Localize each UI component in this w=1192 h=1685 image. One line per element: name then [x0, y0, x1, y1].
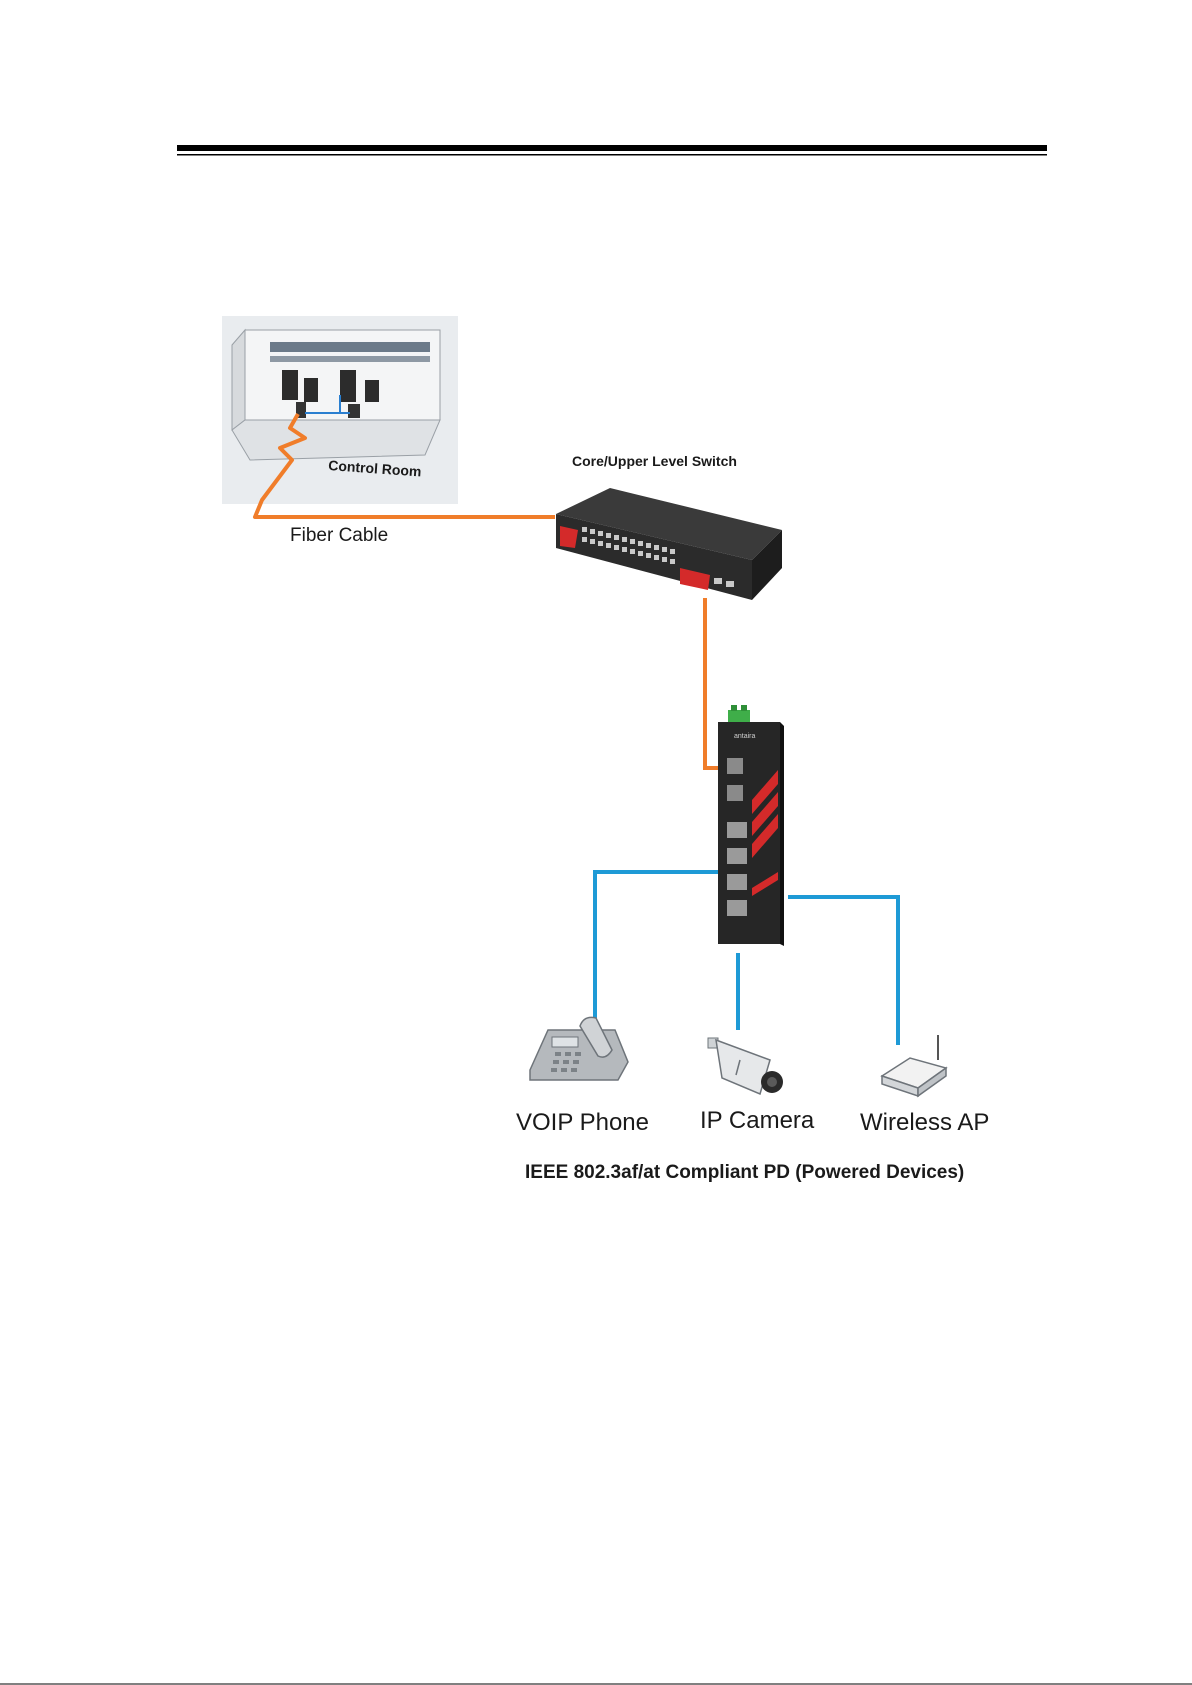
switch-brand-label: antaira [734, 733, 756, 740]
wireless-ap-label: Wireless AP [860, 1109, 989, 1136]
core-switch-label: Core/Upper Level Switch [572, 453, 737, 469]
industrial-poe-switch-image: antaira [718, 705, 784, 946]
voip-phone-label: VOIP Phone [516, 1109, 649, 1136]
fiber-cable-label: Fiber Cable [290, 525, 388, 546]
wireless-ap-icon [882, 1035, 946, 1096]
voip-phone-icon [530, 1017, 628, 1080]
ip-camera-label: IP Camera [700, 1107, 815, 1134]
core-switch-image: Core/Upper Level Switch [556, 453, 782, 600]
powered-devices-caption: IEEE 802.3af/at Compliant PD (Powered De… [525, 1162, 964, 1183]
ip-camera-icon [708, 1038, 783, 1094]
control-room-image: Control Room [222, 316, 458, 504]
header-rule [177, 145, 1047, 156]
